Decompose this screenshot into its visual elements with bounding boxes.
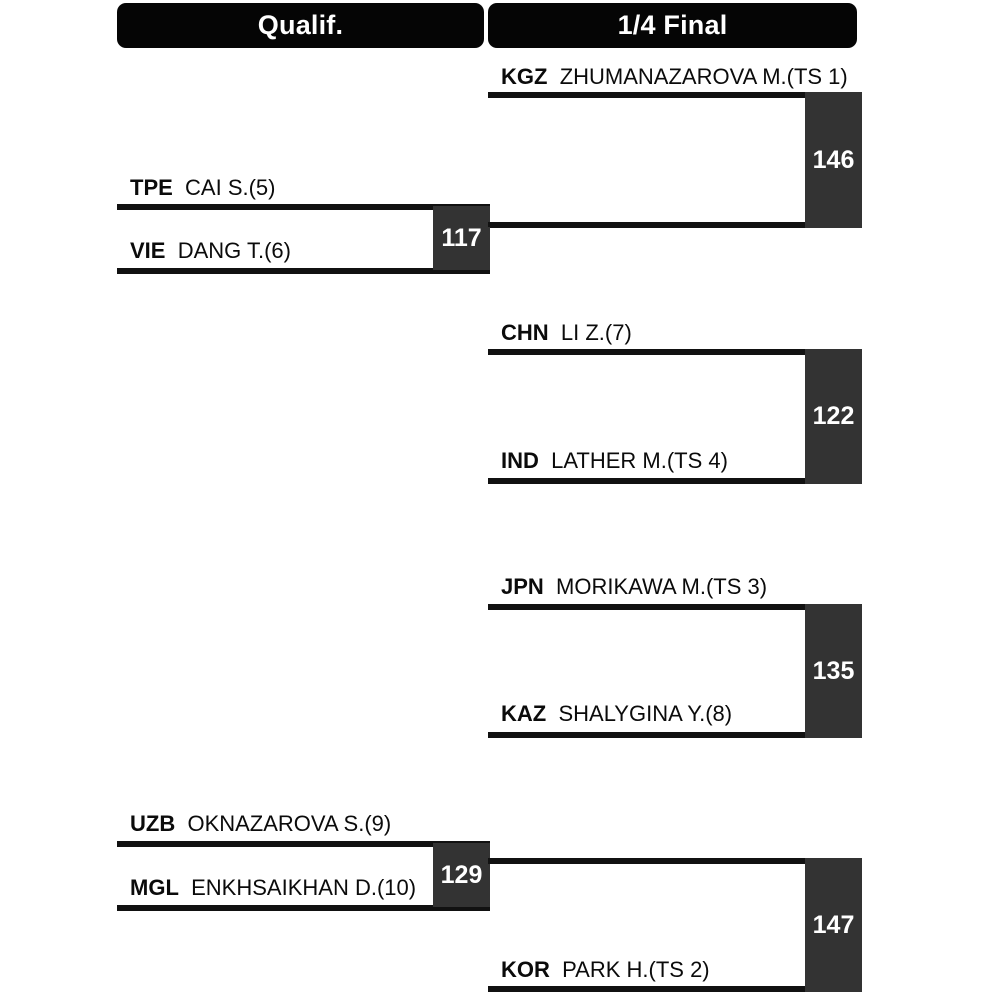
score-box: 117 [433,206,490,270]
competitor-label: JPN MORIKAWA M.(TS 3) [501,576,767,598]
bracket-line-top [488,604,862,610]
competitor-name: ZHUMANAZAROVA M.(TS 1) [559,64,848,89]
bracket-connector [488,222,508,227]
competitor-label: CHN LI Z.(7) [501,322,632,344]
bracket-line-top [117,841,490,847]
bracket-line-top [488,349,862,355]
competitor-noc: UZB [130,811,182,836]
competitor-noc: TPE [130,175,179,200]
competitor-label: KAZ SHALYGINA Y.(8) [501,703,732,725]
competitor-label: MGL ENKHSAIKHAN D.(10) [130,877,416,899]
score-box: 129 [433,843,490,907]
competitor-noc: VIE [130,238,172,263]
bracket-line-top [488,92,862,98]
competitor-name: ENKHSAIKHAN D.(10) [191,875,417,900]
competitor-noc: MGL [130,875,185,900]
bracket-line-bottom [117,268,490,274]
competitor-name: MORIKAWA M.(TS 3) [556,574,768,599]
score-box: 135 [805,604,862,738]
competitor-name: OKNAZAROVA S.(9) [187,811,392,836]
bracket-line-bottom [117,905,490,911]
competitor-noc: IND [501,448,545,473]
competitor-noc: KAZ [501,701,553,726]
score-box: 146 [805,92,862,228]
bracket-line-bottom [488,732,862,738]
competitor-noc: JPN [501,574,550,599]
competitor-name: LATHER M.(TS 4) [551,448,728,473]
competitor-noc: KGZ [501,64,554,89]
competitor-noc: KOR [501,957,556,982]
competitor-label: KGZ ZHUMANAZAROVA M.(TS 1) [501,66,848,88]
competitor-name: SHALYGINA Y.(8) [558,701,733,726]
score-box: 147 [805,858,862,992]
competitor-label: UZB OKNAZAROVA S.(9) [130,813,391,835]
bracket-line-bottom [488,986,862,992]
bracket-line-top [488,858,862,864]
competitor-name: PARK H.(TS 2) [562,957,710,982]
competitor-label: KOR PARK H.(TS 2) [501,959,710,981]
bracket-line-bottom [488,222,862,228]
bracket-line-top [117,204,490,210]
competitor-name: LI Z.(7) [560,320,632,345]
round-header-qualif: Qualif. [117,3,484,48]
competitor-label: VIE DANG T.(6) [130,240,291,262]
round-header-quarter-final: 1/4 Final [488,3,857,48]
bracket-line-bottom [488,478,862,484]
competitor-name: CAI S.(5) [185,175,276,200]
competitor-label: IND LATHER M.(TS 4) [501,450,728,472]
score-box: 122 [805,349,862,484]
competitor-name: DANG T.(6) [177,238,291,263]
competitor-label: TPE CAI S.(5) [130,177,276,199]
competitor-noc: CHN [501,320,555,345]
